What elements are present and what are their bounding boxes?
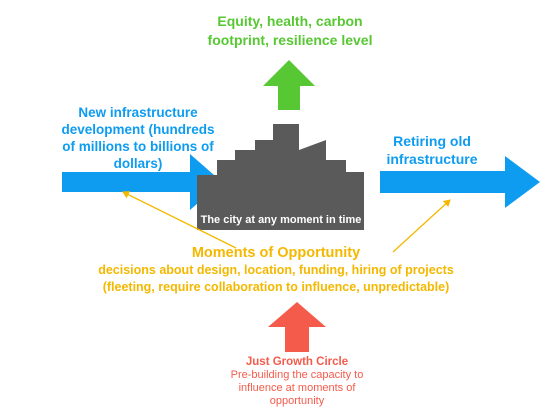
- just-growth-line-2: influence at moments of: [238, 382, 356, 394]
- new-infrastructure-line-3: of millions to billions of: [62, 139, 214, 154]
- opportunity-title: Moments of Opportunity: [191, 245, 361, 261]
- city-skyline-icon: [197, 124, 364, 230]
- just-growth-line-1: Pre-building the capacity to: [230, 369, 364, 381]
- opportunity-arrow-right: [392, 199, 451, 253]
- retiring-infrastructure-label: Retiring old infrastructure: [372, 132, 492, 168]
- just-growth-title: Just Growth Circle: [245, 356, 349, 368]
- new-infrastructure-label: New infrastructure development (hundreds…: [50, 104, 226, 172]
- outcomes-line-2: footprint, resilience level: [207, 32, 373, 48]
- right-arrow-icon: [62, 154, 222, 210]
- opportunity-line-3: (fleeting, require collaboration to infl…: [102, 280, 450, 294]
- just-growth-line-3: opportunity: [269, 395, 325, 407]
- retiring-line-1: Retiring old: [393, 133, 471, 149]
- outcomes-label: Equity, health, carbon footprint, resili…: [180, 12, 400, 50]
- outcomes-line-1: Equity, health, carbon: [217, 13, 363, 29]
- city-caption: The city at any moment in time: [200, 214, 362, 226]
- just-growth-block: Just Growth Circle Pre-building the capa…: [207, 355, 387, 408]
- opportunity-arrow-left: [122, 191, 237, 249]
- opportunity-block: Moments of Opportunity decisions about d…: [60, 244, 492, 296]
- new-infrastructure-line-1: New infrastructure: [78, 105, 198, 120]
- opportunity-line-2: decisions about design, location, fundin…: [98, 263, 454, 277]
- up-arrow-icon: [268, 302, 326, 352]
- retiring-line-2: infrastructure: [386, 151, 478, 167]
- up-arrow-icon: [263, 60, 315, 110]
- right-arrow-icon: [380, 156, 540, 208]
- new-infrastructure-line-4: dollars): [113, 156, 163, 171]
- new-infrastructure-line-2: development (hundreds: [61, 122, 215, 137]
